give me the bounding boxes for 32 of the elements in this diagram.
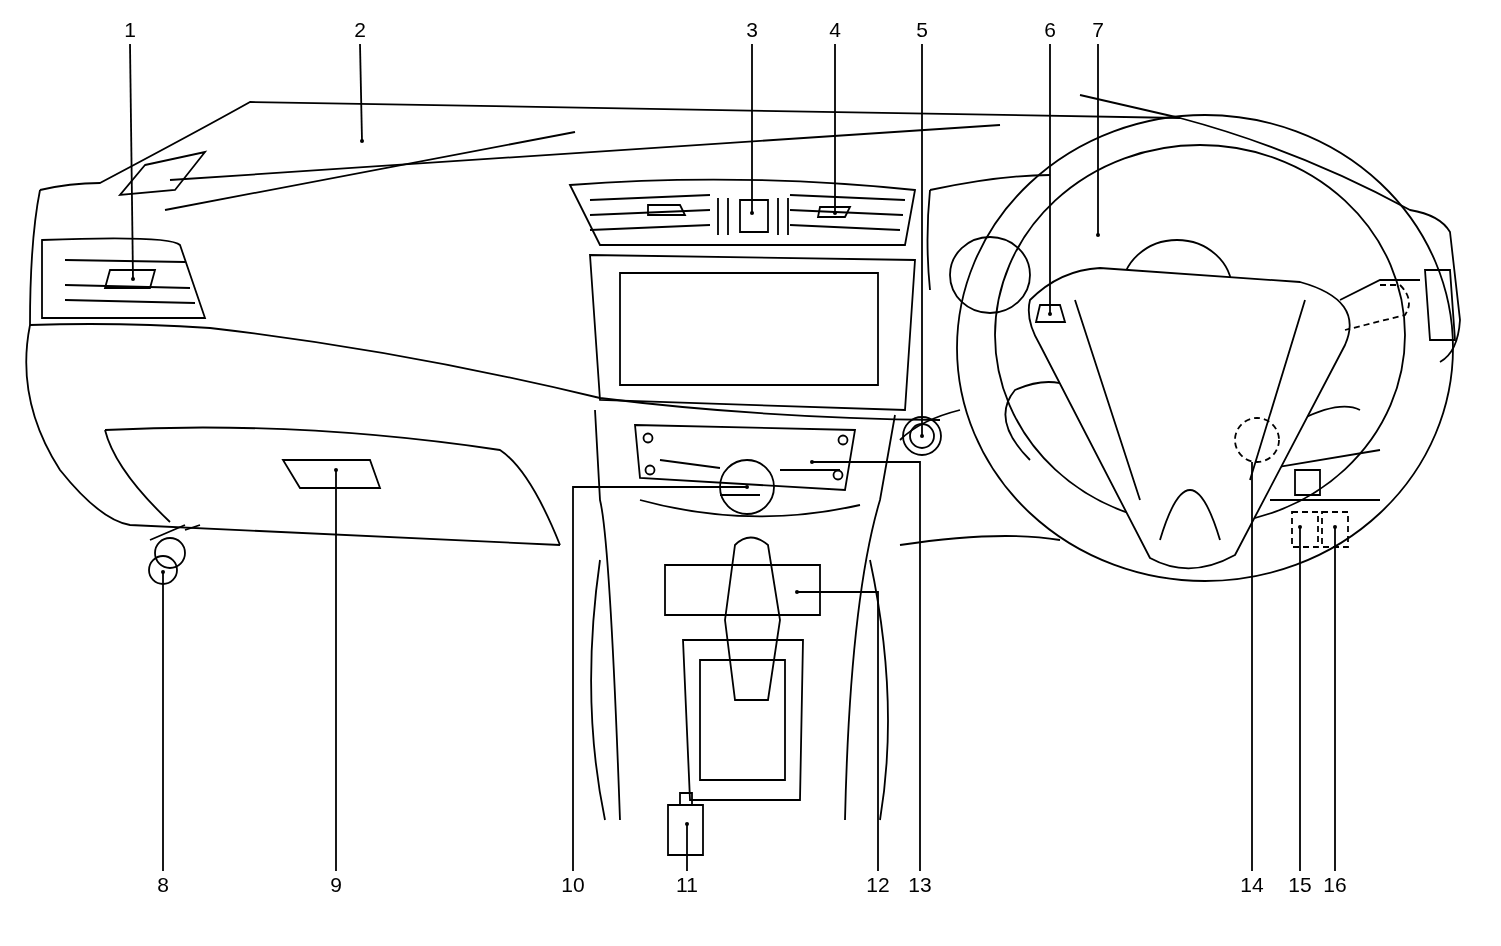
leader-line [161, 570, 165, 872]
callout-number: 3 [737, 18, 767, 42]
leader-line [334, 468, 338, 872]
leader-line [685, 822, 689, 872]
leader-line [129, 43, 135, 281]
callout-number: 9 [321, 873, 351, 897]
leader-line [1298, 525, 1302, 872]
leader-line [1096, 43, 1100, 237]
callout-number: 2 [345, 18, 375, 42]
callout-number: 6 [1035, 18, 1065, 42]
callout-number: 10 [558, 873, 588, 897]
callout-number: 8 [148, 873, 178, 897]
leader-line [1251, 461, 1253, 872]
callout-number: 13 [905, 873, 935, 897]
leader-line [833, 43, 837, 215]
callout-number: 11 [672, 873, 702, 897]
callout-number: 12 [863, 873, 893, 897]
leader-line [359, 43, 364, 143]
callout-number: 4 [820, 18, 850, 42]
callout-number: 14 [1237, 873, 1267, 897]
leader-line [1048, 43, 1052, 316]
leader-line [810, 460, 921, 872]
callout-number: 7 [1083, 18, 1113, 42]
callout-number: 5 [907, 18, 937, 42]
leader-line [1333, 525, 1337, 872]
leader-line [750, 43, 754, 215]
callout-number: 16 [1320, 873, 1350, 897]
leader-line [795, 590, 879, 872]
callout-number: 15 [1285, 873, 1315, 897]
callout-number: 1 [115, 18, 145, 42]
leader-line [572, 485, 749, 872]
leader-line [920, 43, 924, 438]
